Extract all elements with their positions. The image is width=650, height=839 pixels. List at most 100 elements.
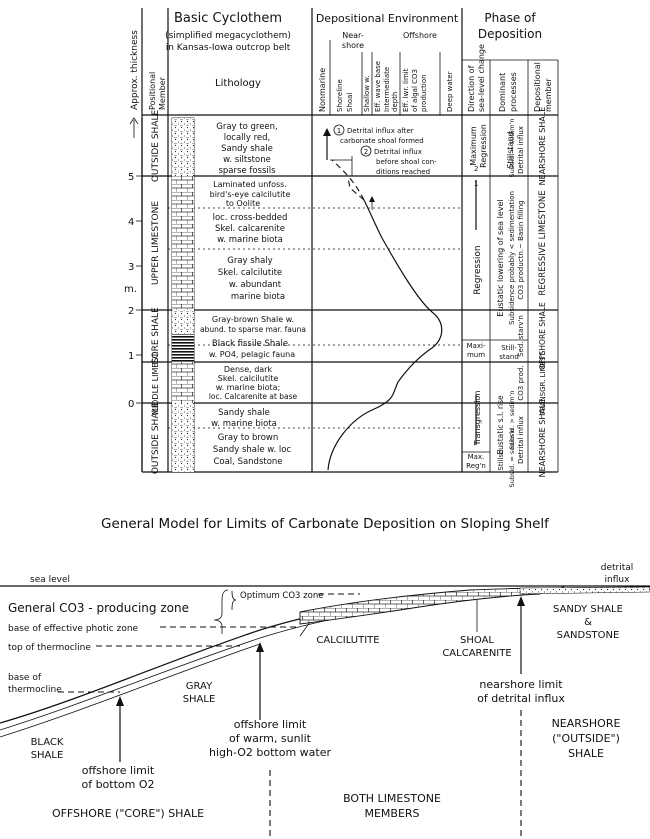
deposition-title: Deposition [478, 27, 542, 41]
dep-member-nearshore-bottom: NEARSHORE SHALE [538, 399, 547, 478]
max-reg-1: Max. [468, 453, 485, 461]
processes-label: processes [509, 72, 518, 112]
dep-env-title: Depositional Environment [316, 12, 459, 25]
intermediate-label: Intermediate [383, 67, 391, 112]
small-label-2: 2 [474, 165, 478, 173]
basic-cyclothem-title: Basic Cyclothem [174, 11, 282, 26]
shoal-label-bottom: SHOAL [460, 635, 494, 646]
environment-dashed-1 [331, 159, 365, 201]
thickness-ticks: 5 4 3 2 1 0 m. [124, 172, 142, 410]
phase-direction-col: Maximum Regression 2 1 Regression Maxi- … [462, 124, 528, 470]
dep-member-offshore: OFFSHORE SHALE [538, 302, 547, 370]
sandy-shale-label: SANDY SHALE [553, 604, 623, 615]
pattern-middle-limestone [172, 362, 194, 403]
subsid-eq-sedim-bottom: Subsid. = sedim'n [508, 429, 516, 488]
gray-label: GRAY [186, 681, 213, 692]
lith-outside-top-5: sparse fossils [218, 166, 276, 176]
env-annotations: 1 Detrital influx after carbonate shoal … [333, 124, 437, 176]
tick-label-5: 5 [128, 172, 134, 183]
nearshore-label-2: shore [342, 41, 364, 50]
max-regression-1: Maximum [469, 126, 478, 166]
lith-bottom-b-1: Gray to brown [218, 433, 279, 443]
offshore-wedge [0, 643, 261, 738]
cyclothem-chart: 5 4 3 2 1 0 m. Approx. thickness Basic C… [124, 8, 559, 488]
tick-label-0: 0 [128, 399, 134, 410]
detrital-label: detrital [601, 563, 634, 573]
tick-label-2: 2 [128, 306, 134, 317]
influx-label: influx [605, 575, 631, 585]
lith-upper-c-2: Skel. calcilutite [218, 268, 282, 278]
lith-bottom-b-3: Coal, Sandstone [213, 457, 282, 467]
co3-prod: CO3 prod. [517, 365, 525, 400]
offshore-warm-3: high-O2 bottom water [209, 746, 332, 759]
member-core-shale: CORE SHALE [151, 307, 161, 365]
black-label: BLACK [31, 737, 64, 748]
nearshore-label: Near- [342, 31, 364, 40]
member-outside-shale-top: OUTSIDE SHALE [151, 110, 161, 183]
top-thermocline-label: top of thermocline [8, 643, 91, 653]
pattern-sandy-shale-top [172, 118, 194, 176]
optimum-zone: Optimum CO3 zone [240, 591, 323, 601]
sea-level-label: sea level [30, 575, 70, 585]
sea-level-change-label: sea-level change [477, 44, 486, 112]
direction-label: Direction of [467, 65, 476, 112]
lith-bottom-a-2: w. marine biota [211, 419, 277, 429]
environment-curve [323, 128, 443, 471]
nonmarine-label: Nonmarine [318, 68, 327, 112]
nearshore-outside-2: ("OUTSIDE") [552, 732, 620, 745]
deep-water-label: Deep water [446, 71, 454, 112]
production-label: production [420, 74, 428, 112]
both-limestone-1: BOTH LIMESTONE [343, 792, 441, 805]
offshore-o2-1: offshore limit [82, 764, 155, 777]
stillstand-mid-1: Still- [501, 344, 517, 352]
member-middle-limest: MIDDLE LIMEST. [151, 351, 160, 415]
lith-middle-2: Skel. calcilutite [218, 374, 279, 383]
lith-upper-b-1: loc. cross-bedded [213, 213, 288, 223]
tick-label-3: 3 [128, 262, 134, 273]
shoal-label: Shoal [346, 93, 354, 112]
shelf-model: sea level detrital influx General CO3 - … [0, 563, 650, 839]
environment-dashed-2 [347, 177, 365, 201]
lith-upper-a-2: bird's-eye calcilutite [210, 190, 291, 199]
eustatic-rise: Eustatic s.l. rise [496, 395, 505, 455]
dep-member-regressive: REGRESSIVE LIMESTONE [538, 190, 548, 295]
tick-label-4: 4 [128, 217, 134, 228]
unit-label: m. [124, 284, 137, 295]
transgression-label: Transgression [473, 391, 482, 447]
subsid-gt-sedim: Subsid. > sedim'n [508, 391, 516, 450]
maximum-2: mum [467, 351, 485, 359]
lithology-text: Gray to green, locally red, Sandy shale … [200, 122, 306, 467]
nearshore-outside-3: SHALE [568, 747, 604, 760]
dep-member-nearshore-top: NEARSHORE SHALE [538, 107, 547, 186]
thickness-arrow-icon [129, 117, 139, 138]
annotation-2-circle [360, 145, 372, 157]
shallow-w-label: Shallow w. [363, 75, 371, 112]
offshore-warm-arrow-icon [256, 642, 264, 652]
pattern-gray-shale [172, 310, 194, 334]
annotation-2-line1: Detrital influx [374, 148, 422, 156]
member-label: Member [158, 76, 167, 110]
positional-label: Positional [148, 72, 157, 110]
max-reg-2: Reg'n [466, 462, 486, 470]
sandy-shale-body [519, 586, 650, 595]
pattern-sandy-shale-bottom [172, 403, 194, 472]
annotation-2-line3: ditions reached [376, 168, 430, 176]
arrow-up-icon [323, 128, 331, 136]
annotation-2-num: 2 [364, 148, 368, 156]
annotation-1-circle [333, 124, 345, 136]
basic-cyclothem-sub2: in Kansas-Iowa outcrop belt [166, 43, 291, 53]
tick-label-1: 1 [128, 351, 134, 362]
maximum-1: Maxi- [467, 342, 486, 350]
detrital-influx-bottom: Detrital influx [517, 416, 525, 464]
calcilutite-label: CALCILUTITE [316, 635, 379, 646]
optimum-brace [231, 590, 237, 611]
offshore-warm-2: of warm, sunlit [229, 732, 312, 745]
max-regression-2: Regression [479, 124, 488, 168]
pattern-black-shale [172, 334, 194, 362]
member-outside-shale-bottom: OUTSIDE SHALE [151, 402, 161, 475]
lith-middle-4: loc. Calcarenite at base [209, 392, 298, 401]
member2-label: member [544, 77, 553, 112]
lith-upper-c-4: marine biota [231, 292, 285, 302]
lith-core-3: Black fissile Shale [212, 339, 288, 349]
